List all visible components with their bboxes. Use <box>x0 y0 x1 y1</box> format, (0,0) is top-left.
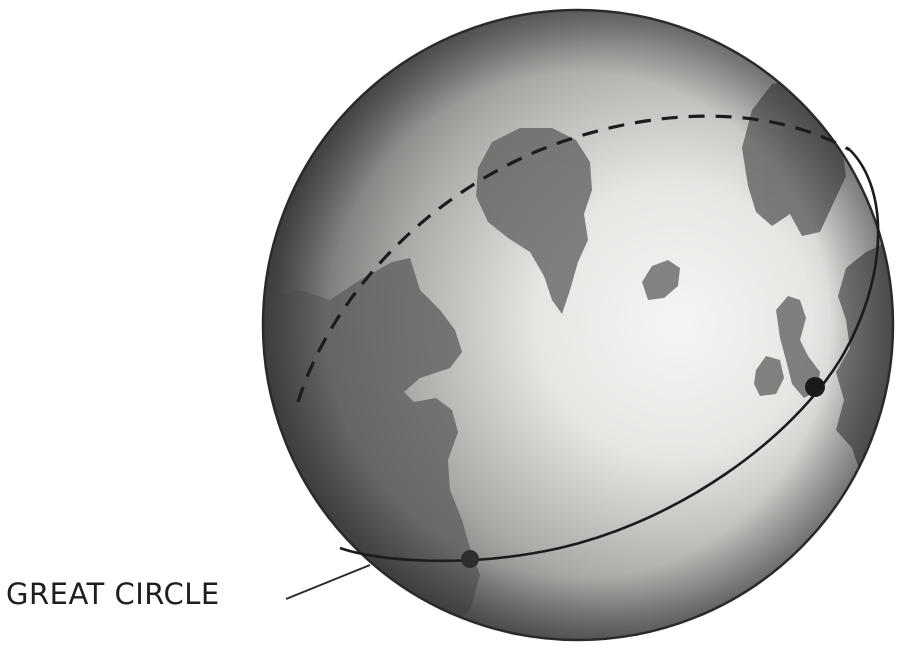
point-marker-left <box>461 550 479 568</box>
callout-leader-line <box>286 565 370 599</box>
globe-rim-shade <box>263 10 893 640</box>
point-marker-right <box>805 377 825 397</box>
great-circle-label: GREAT CIRCLE <box>6 577 220 611</box>
